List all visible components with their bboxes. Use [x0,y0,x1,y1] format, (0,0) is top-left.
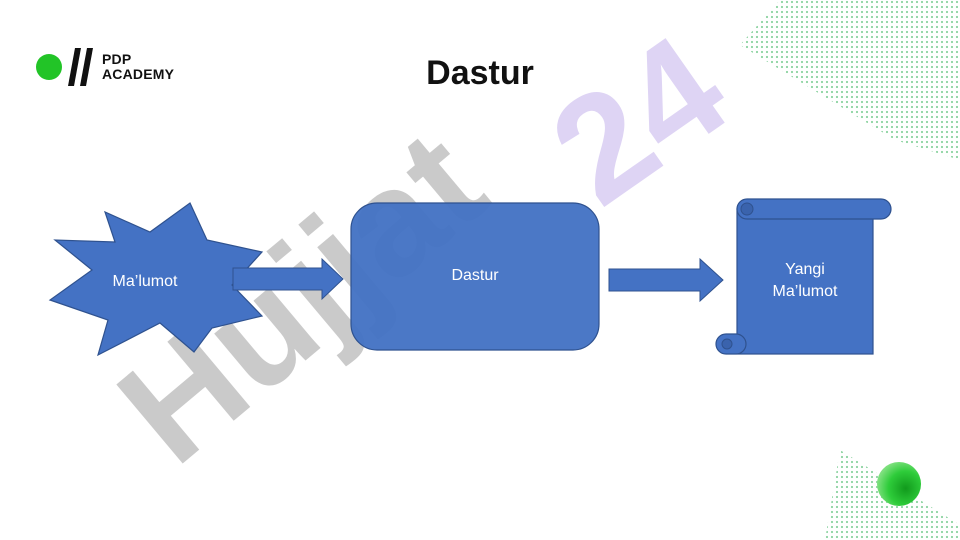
logo-text: PDP ACADEMY [102,52,212,82]
node-output-label-line-1: Yangi [785,261,825,278]
edge-arrow-input-to-process [232,257,344,301]
node-output-label: Yangi Ma’lumot [740,259,870,303]
logo-line-1: PDP [102,51,132,67]
node-output-label-line-2: Ma’lumot [772,283,838,300]
dotted-corner-top-right [740,0,960,160]
logo-dot-icon [36,54,62,80]
node-output-shape [715,198,892,355]
node-process-shape [350,202,600,351]
logo-slashes-icon [68,48,93,86]
green-sphere-icon [877,462,921,506]
edge-arrow-process-to-output [608,257,724,303]
slide-title: Dastur [426,54,534,92]
logo-line-2: ACADEMY [102,66,175,82]
pdp-academy-logo: PDP ACADEMY [36,46,196,88]
node-process-label: Dastur [451,267,499,284]
node-input-label: Ma’lumot [112,273,178,290]
